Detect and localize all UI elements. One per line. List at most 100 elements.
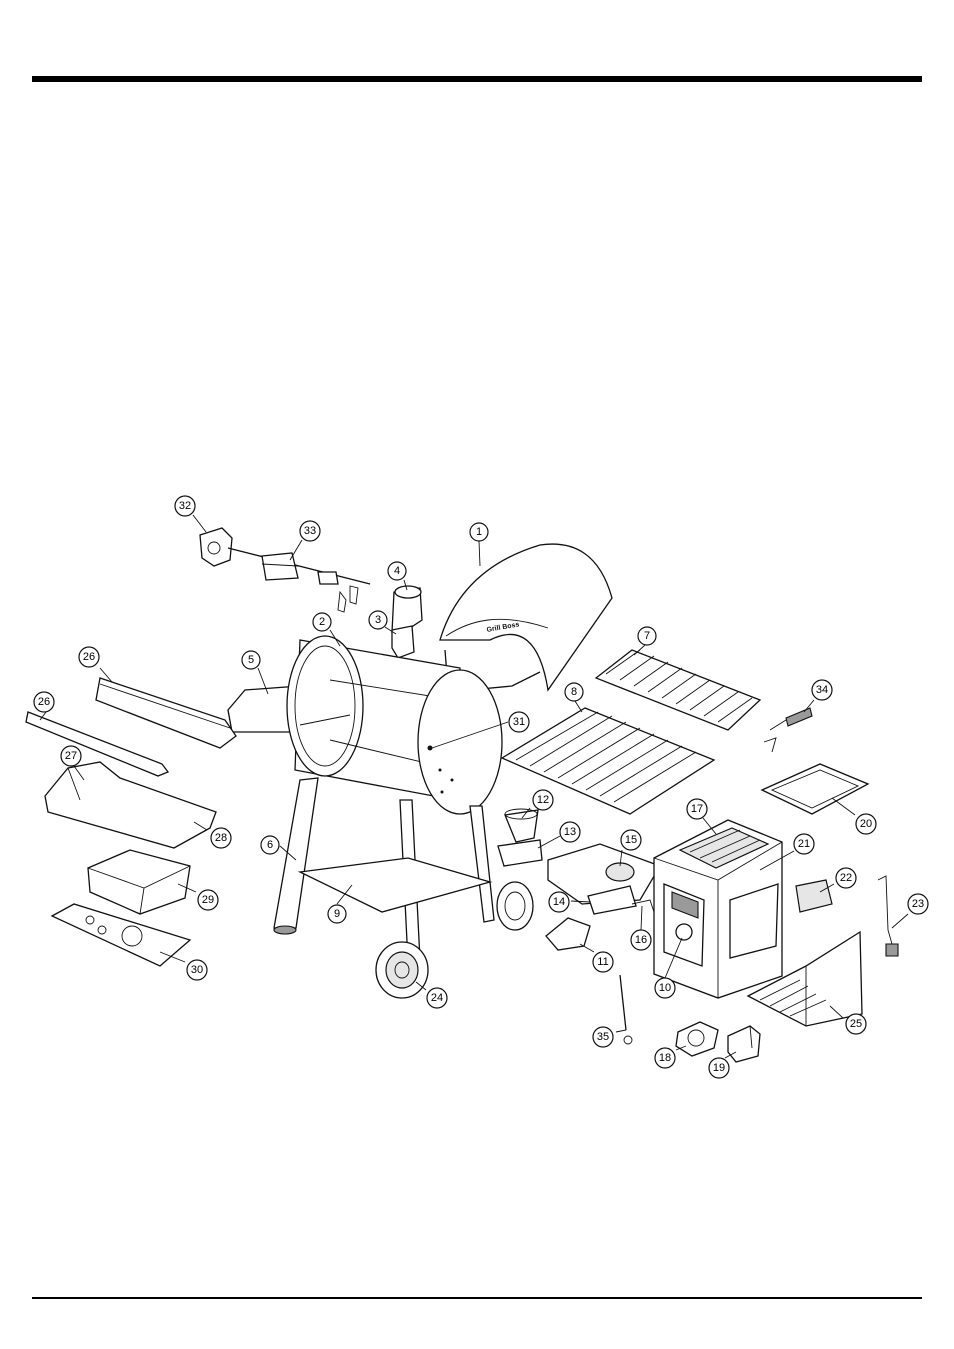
callout-28: 28 [210,827,232,849]
callout-13: 13 [559,821,581,843]
callout-label: 1 [476,526,482,538]
firepot-cover [87,849,191,915]
ignitor-box [545,917,591,951]
handle-bracket [763,707,813,753]
callout-label: 33 [304,525,316,537]
bottom-shelf [297,857,493,913]
callout-label: 30 [191,964,203,976]
callout-33: 33 [299,520,321,542]
power-cord [877,875,899,957]
base-plate [50,903,192,967]
rotisserie-spit [227,547,371,613]
callout-label: 8 [571,686,577,698]
hopper-bottom-panel [746,930,863,1027]
callout-label: 16 [635,934,647,946]
callout-16: 16 [630,929,652,951]
burn-pot-cup [504,808,539,843]
callout-label: 26 [38,696,50,708]
callout-label: 11 [597,956,608,968]
heat-shield-upper [95,677,237,749]
callout-17: 17 [686,798,708,820]
grill-lid: Grill Boss [439,543,613,692]
control-panel [663,883,705,967]
callout-label: 10 [659,982,671,994]
warming-rack [594,649,762,731]
heat-shield-lower [25,711,170,777]
grease-drip-tray [44,761,217,849]
callout-label: 31 [513,716,525,728]
callout-label: 25 [850,1018,862,1030]
callout-label: 28 [215,832,227,844]
callout-4: 4 [387,561,407,581]
side-cover [795,879,833,913]
callout-3: 3 [368,610,388,630]
callout-22: 22 [835,867,857,889]
callout-34: 34 [811,679,833,701]
callout-label: 29 [202,894,214,906]
header-rule [32,76,922,82]
callout-label: 15 [625,834,637,846]
callout-35: 35 [592,1026,614,1048]
callout-2: 2 [312,612,332,632]
callout-21: 21 [793,833,815,855]
callout-label: 21 [798,838,810,850]
callout-label: 24 [431,992,443,1004]
combustion-fan [675,1021,719,1057]
callout-18: 18 [654,1047,676,1069]
callout-26: 26 [78,646,100,668]
callout-label: 26 [83,651,95,663]
callout-label: 4 [394,565,400,577]
callout-label: 7 [644,630,650,642]
callout-5: 5 [241,650,261,670]
barrel-end-cap [417,669,503,815]
callout-label: 17 [691,803,703,815]
callout-24: 24 [426,987,448,1009]
callout-8: 8 [564,682,584,702]
wheel-rear [496,881,534,931]
callout-9: 9 [327,904,347,924]
callout-15: 15 [620,829,642,851]
callout-30: 30 [186,959,208,981]
callout-label: 18 [659,1052,671,1064]
callout-27: 27 [60,745,82,767]
callout-10: 10 [654,977,676,999]
callout-26: 26 [33,691,55,713]
callout-label: 13 [564,826,576,838]
callout-label: 12 [537,794,549,806]
callout-19: 19 [708,1057,730,1079]
callout-label: 35 [597,1031,609,1043]
callout-label: 27 [65,750,77,762]
footer-rule [32,1297,922,1299]
leader-lines [39,514,909,1059]
callout-label: 5 [248,654,254,666]
hopper-lid [760,763,870,815]
callout-1: 1 [469,522,489,542]
auger-motor [727,1025,761,1063]
callout-label: 22 [840,872,852,884]
callout-20: 20 [855,813,877,835]
callout-31: 31 [508,711,530,733]
callout-label: 20 [860,818,872,830]
callout-29: 29 [197,889,219,911]
callout-label: 19 [713,1062,725,1074]
callout-label: 23 [912,898,924,910]
callout-32: 32 [174,495,196,517]
temperature-probe [619,974,633,1045]
callout-7: 7 [637,626,657,646]
callout-12: 12 [532,789,554,811]
callout-label: 3 [375,614,381,626]
callout-25: 25 [845,1013,867,1035]
callout-label: 6 [267,839,273,851]
callout-23: 23 [907,893,929,915]
rotisserie-motor [199,527,233,567]
callout-label: 32 [179,500,191,512]
callout-11: 11 [592,951,614,973]
callout-14: 14 [548,891,570,913]
callout-6: 6 [260,835,280,855]
wheel [375,941,429,999]
cooking-grate [500,707,716,815]
callout-label: 34 [816,684,828,696]
burn-pot-base [497,839,543,867]
callout-label: 14 [553,896,565,908]
